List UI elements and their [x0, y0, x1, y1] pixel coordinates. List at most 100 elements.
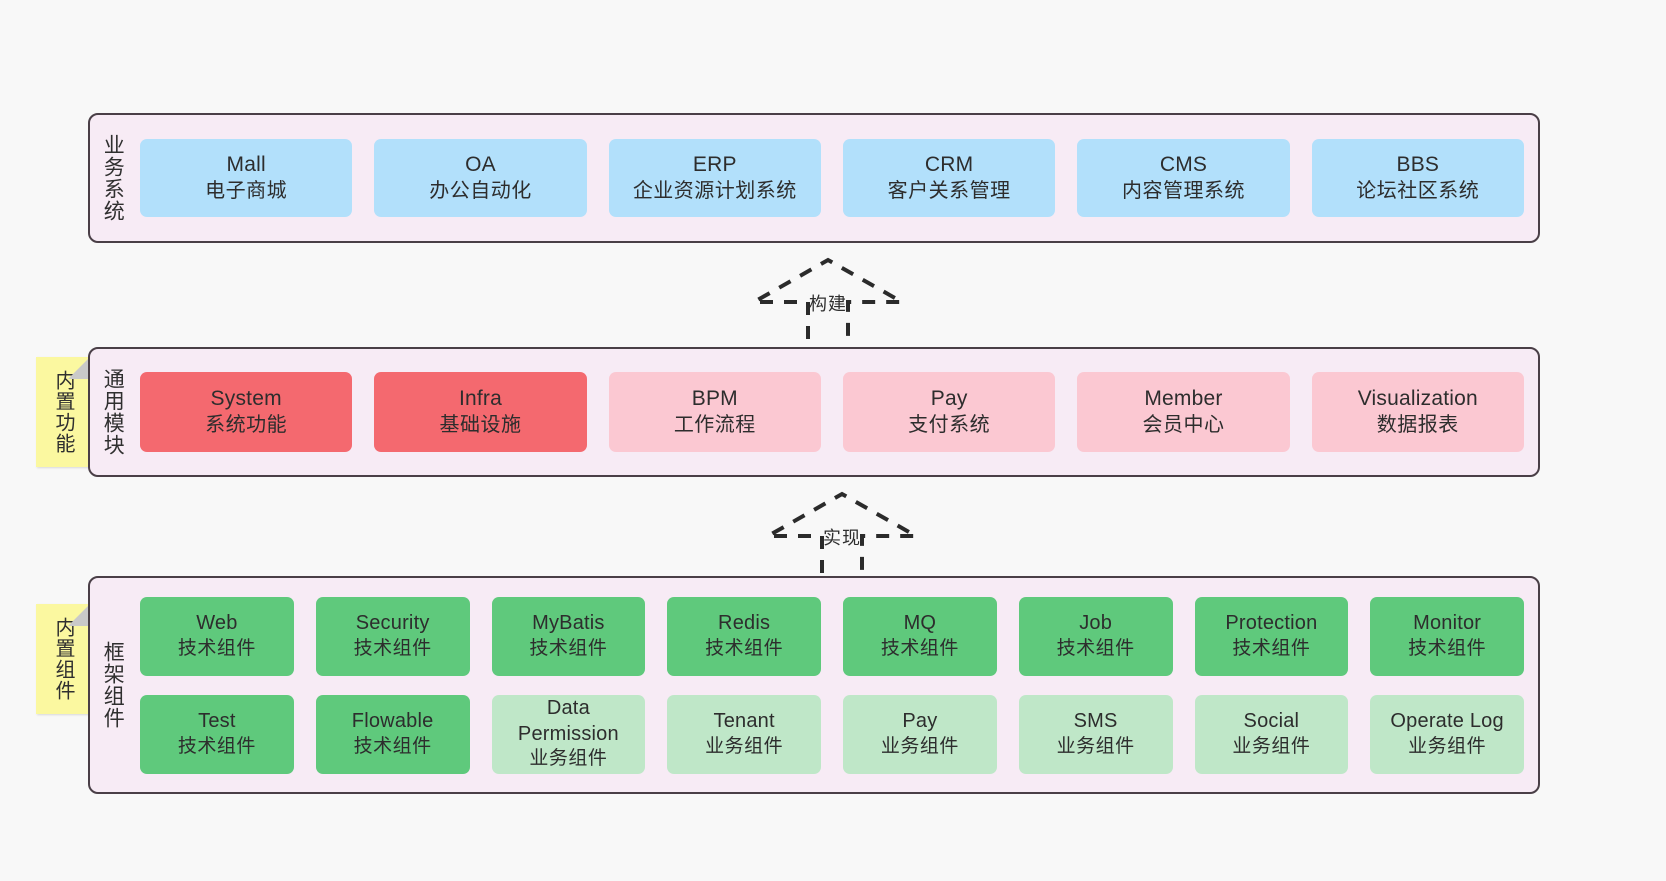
card-tenant-en: Tenant — [713, 710, 775, 733]
card-mybatis-en: MyBatis — [532, 612, 605, 635]
card-security-en: Security — [355, 612, 430, 635]
card-bbs-cn: 论坛社区系统 — [1356, 179, 1480, 202]
card-protection-en: Protection — [1225, 612, 1318, 635]
layer-business-system: 业务系统 Mall 电子商城 OA 办公自动化 ERP 企业资源计划系统 CRM… — [88, 113, 1540, 243]
card-oa[interactable]: OA 办公自动化 — [374, 139, 587, 217]
card-pay-module-cn: 支付系统 — [908, 413, 991, 436]
card-oa-en: OA — [465, 152, 496, 176]
connector-build-label: 构建 — [809, 294, 847, 314]
card-crm-cn: 客户关系管理 — [887, 179, 1011, 202]
layer-business-system-cards: Mall 电子商城 OA 办公自动化 ERP 企业资源计划系统 CRM 客户关系… — [134, 115, 1538, 241]
card-infra-cn: 基础设施 — [439, 413, 522, 436]
card-flowable-en: Flowable — [351, 710, 434, 733]
card-test[interactable]: Test 技术组件 — [140, 694, 294, 774]
card-erp-cn: 企业资源计划系统 — [632, 179, 797, 202]
card-pay-component-cn: 业务组件 — [880, 735, 959, 757]
card-social[interactable]: Social 业务组件 — [1194, 694, 1349, 774]
card-visualization[interactable]: Visualization 数据报表 — [1311, 372, 1524, 452]
card-web[interactable]: Web 技术组件 — [140, 596, 294, 676]
card-member-en: Member — [1144, 386, 1223, 410]
card-monitor-en: Monitor — [1413, 612, 1482, 635]
card-pay-module-en: Pay — [930, 386, 968, 410]
layer-common-module-cards: System 系统功能 Infra 基础设施 BPM 工作流程 Pay 支付系统… — [134, 349, 1538, 475]
layer-framework-component: 框架组件 Web 技术组件 Security 技术组件 MyBatis 技术组件… — [88, 576, 1540, 794]
card-sms-en: SMS — [1073, 710, 1118, 733]
card-infra-en: Infra — [458, 386, 502, 410]
sticky-note-builtin-features: 内置功能 — [36, 357, 90, 467]
card-security[interactable]: Security 技术组件 — [315, 596, 470, 676]
card-tenant-cn: 业务组件 — [705, 735, 784, 757]
layer-common-module: 通用模块 System 系统功能 Infra 基础设施 BPM 工作流程 Pay… — [88, 347, 1540, 477]
card-monitor-cn: 技术组件 — [1408, 637, 1487, 659]
card-sms-cn: 业务组件 — [1056, 735, 1135, 757]
card-pay-module[interactable]: Pay 支付系统 — [842, 372, 1056, 452]
card-mq-en: MQ — [903, 612, 937, 635]
card-mall-en: Mall — [226, 152, 266, 176]
card-job-cn: 技术组件 — [1056, 637, 1135, 659]
card-mq[interactable]: MQ 技术组件 — [843, 596, 997, 676]
card-web-cn: 技术组件 — [177, 637, 256, 659]
connector-implement: 实现 — [760, 491, 924, 574]
card-visualization-en: Visualization — [1357, 386, 1478, 410]
card-cms[interactable]: CMS 内容管理系统 — [1077, 139, 1290, 217]
card-mybatis-cn: 技术组件 — [529, 637, 608, 659]
card-flowable[interactable]: Flowable 技术组件 — [315, 694, 470, 774]
framework-component-grid: Web 技术组件 Security 技术组件 MyBatis 技术组件 Redi… — [140, 596, 1524, 774]
card-erp[interactable]: ERP 企业资源计划系统 — [608, 139, 821, 217]
card-member[interactable]: Member 会员中心 — [1077, 372, 1290, 452]
card-test-en: Test — [198, 710, 236, 733]
card-protection-cn: 技术组件 — [1232, 637, 1311, 659]
card-crm[interactable]: CRM 客户关系管理 — [842, 139, 1056, 217]
card-mq-cn: 技术组件 — [880, 637, 959, 659]
card-data-permission-cn: 业务组件 — [529, 748, 608, 770]
card-member-cn: 会员中心 — [1142, 413, 1225, 436]
card-cms-en: CMS — [1159, 152, 1208, 176]
sticky-note-builtin-components: 内置组件 — [36, 604, 90, 714]
card-mybatis[interactable]: MyBatis 技术组件 — [491, 596, 646, 676]
card-test-cn: 技术组件 — [177, 735, 256, 757]
card-bpm-cn: 工作流程 — [673, 413, 756, 436]
card-job-en: Job — [1079, 612, 1113, 635]
card-security-cn: 技术组件 — [353, 637, 432, 659]
card-cms-cn: 内容管理系统 — [1121, 179, 1245, 202]
card-redis[interactable]: Redis 技术组件 — [667, 596, 821, 676]
layer-common-module-title: 通用模块 — [101, 368, 125, 456]
card-erp-en: ERP — [692, 152, 737, 176]
connector-implement-label: 实现 — [823, 528, 861, 548]
card-monitor[interactable]: Monitor 技术组件 — [1370, 596, 1524, 676]
card-mall[interactable]: Mall 电子商城 — [140, 139, 353, 217]
card-social-cn: 业务组件 — [1232, 735, 1311, 757]
card-bpm[interactable]: BPM 工作流程 — [608, 372, 821, 452]
dashed-hollow-arrow-up-icon — [760, 491, 924, 573]
card-job[interactable]: Job 技术组件 — [1018, 596, 1173, 676]
card-operate-log[interactable]: Operate Log 业务组件 — [1370, 694, 1524, 774]
card-pay-component-en: Pay — [902, 710, 938, 733]
card-infra[interactable]: Infra 基础设施 — [374, 372, 587, 452]
card-system[interactable]: System 系统功能 — [140, 372, 353, 452]
card-redis-en: Redis — [718, 612, 771, 635]
sticky-note-builtin-components-label: 内置组件 — [52, 617, 74, 701]
layer-framework-component-title: 框架组件 — [101, 641, 125, 729]
card-sms[interactable]: SMS 业务组件 — [1018, 694, 1173, 774]
card-data-permission-en: Data Permission — [517, 697, 619, 745]
card-mall-cn: 电子商城 — [205, 179, 288, 202]
card-redis-cn: 技术组件 — [705, 637, 784, 659]
connector-build: 构建 — [746, 257, 910, 340]
card-protection[interactable]: Protection 技术组件 — [1194, 596, 1349, 676]
card-bbs[interactable]: BBS 论坛社区系统 — [1311, 139, 1524, 217]
dashed-hollow-arrow-up-icon — [746, 257, 910, 339]
card-bpm-en: BPM — [691, 386, 738, 410]
card-operate-log-cn: 业务组件 — [1408, 735, 1487, 757]
card-visualization-cn: 数据报表 — [1376, 413, 1459, 436]
card-pay-component[interactable]: Pay 业务组件 — [843, 694, 997, 774]
card-tenant[interactable]: Tenant 业务组件 — [667, 694, 821, 774]
layer-business-system-title: 业务系统 — [101, 134, 125, 222]
card-operate-log-en: Operate Log — [1390, 710, 1504, 733]
card-web-en: Web — [196, 612, 238, 635]
card-data-permission[interactable]: Data Permission 业务组件 — [491, 694, 646, 774]
sticky-note-builtin-features-label: 内置功能 — [52, 370, 74, 454]
card-crm-en: CRM — [924, 152, 974, 176]
card-social-en: Social — [1243, 710, 1300, 733]
card-flowable-cn: 技术组件 — [353, 735, 432, 757]
